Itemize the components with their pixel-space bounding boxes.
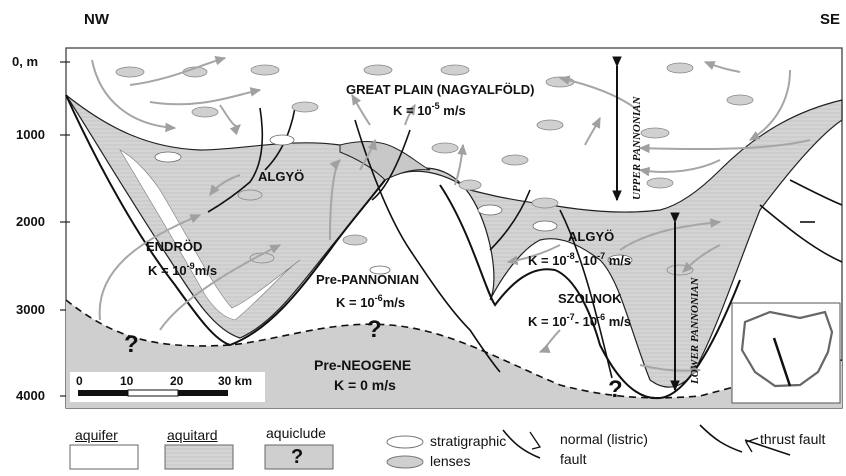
depth-label-3000: 3000 [16, 302, 45, 317]
legend-normal-fault-label-1: normal (listric) [560, 431, 648, 447]
legend-aquitard-swatch [164, 444, 234, 470]
depth-label-4000: 4000 [16, 388, 45, 403]
location-inset [731, 302, 841, 404]
scale-label-20: 20 [170, 374, 184, 388]
legend-normal-fault-label-2: fault [560, 451, 587, 467]
legend-symbols [69, 424, 791, 470]
endrod-label: ENDRÖD [146, 239, 203, 254]
endrod-k: K = 10-9m/s [148, 261, 218, 278]
depth-label-2000: 2000 [16, 214, 45, 229]
scale-label-0: 0 [76, 374, 83, 388]
algyo-lower-label: ALGYÖ [568, 229, 615, 244]
legend-normal-fault-symbol [502, 429, 541, 459]
legend-aquifer-label: aquifer [75, 427, 118, 443]
legend-lenses-label-2: lenses [430, 453, 471, 469]
algyo-lower-k: K = 10-8- 10-7 m/s [528, 251, 632, 268]
szolnok-label: SZOLNOK [558, 291, 622, 306]
basement-top-boundary [65, 299, 843, 399]
legend-aquiclude-label: aquiclude [266, 425, 326, 441]
thrust-faults [759, 179, 843, 263]
legend-aquiclude-symbol: ? [291, 446, 304, 468]
scale-label-30km: 30 km [218, 374, 253, 388]
pre-neogene-label: Pre-NEOGENE [314, 357, 412, 373]
compass-se: SE [820, 11, 841, 28]
legend-thrust-fault-label: thrust fault [760, 431, 826, 447]
unit-arrows [612, 56, 680, 392]
aquitard-basin-right [384, 99, 843, 388]
legend-aquitard-lens [386, 455, 424, 469]
legend-aquitard-label: aquitard [167, 427, 218, 443]
lower-pannonian-label: LOWER PANNONIAN [689, 277, 701, 384]
legend-normal-fault-symbol-2 [699, 424, 743, 453]
flow-arrows [91, 55, 811, 376]
basin-floor-left [65, 94, 386, 347]
stratigraphic-lenses [115, 62, 754, 276]
algyo-upper-label: ALGYÖ [258, 169, 305, 184]
legend-lenses-label-1: stratigraphic [430, 433, 507, 449]
scale-label-10: 10 [120, 374, 134, 388]
question-mark-right: ? [608, 376, 623, 403]
pre-pannonian-k: K = 10-6m/s [336, 293, 406, 310]
aquifer-lenses [154, 134, 633, 275]
scale-bar [70, 372, 265, 402]
great-plain-k: K = 10-5 m/s [393, 101, 466, 118]
depth-label-1000: 1000 [16, 127, 45, 142]
legend-aquiclude-swatch [264, 444, 334, 470]
legend-aquifer-swatch [69, 444, 139, 470]
legend-aquifer-lens [386, 435, 424, 449]
depth-label-0: 0, m [12, 54, 39, 69]
compass-nw: NW [84, 11, 109, 28]
pre-neogene-k: K = 0 m/s [334, 377, 396, 393]
szolnok-k: K = 10-7- 10-6 m/s [528, 312, 632, 329]
question-mark-center: ? [367, 316, 382, 343]
question-mark-left: ? [124, 331, 139, 358]
basin-floor-right [439, 184, 741, 400]
great-plain-label: GREAT PLAIN (NAGYALFÖLD) [346, 82, 535, 97]
upper-pannonian-label: UPPER PANNONIAN [631, 96, 643, 200]
pre-pannonian-label: Pre-PANNONIAN [316, 272, 420, 287]
